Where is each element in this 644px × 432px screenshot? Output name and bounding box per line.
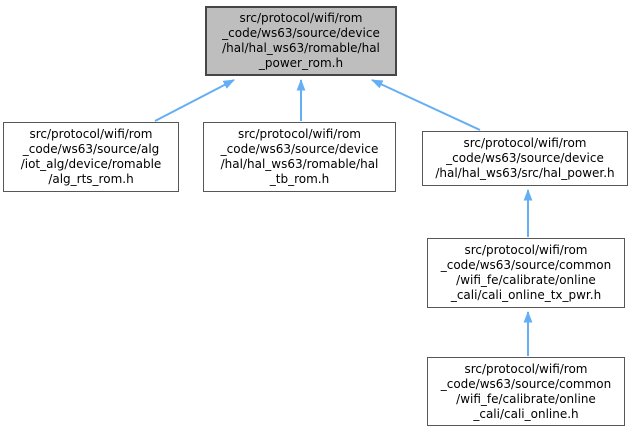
node-label-line: _code/ws63/source/common — [440, 258, 612, 272]
node-label-line: src/protocol/wifi/rom — [29, 127, 153, 141]
node-label-line: _cali/cali_online.h — [473, 406, 579, 421]
edge-alg-rts-rom-to-hal-power-rom — [154, 79, 235, 122]
node-label-line: src/protocol/wifi/rom — [237, 127, 361, 141]
node-hal-power[interactable]: src/protocol/wifi/rom _code/ws63/source/… — [422, 131, 628, 186]
node-label-line: src/protocol/wifi/rom — [239, 11, 363, 25]
node-label-line: _code/ws63/source/device — [220, 142, 379, 156]
node-label-line: src/protocol/wifi/rom — [464, 243, 588, 257]
node-label-line: src/protocol/wifi/rom — [464, 361, 588, 376]
node-label-line: src/protocol/wifi/rom — [463, 136, 587, 150]
node-label-line: /hal/hal_ws63/romable/hal — [222, 41, 380, 55]
node-label-line: /hal/hal_ws63/src/hal_power.h — [435, 166, 615, 180]
node-label-line: _code/ws63/source/alg — [22, 142, 160, 156]
node-label-line: _code/ws63/source/device — [222, 26, 380, 40]
node-label-line: _code/ws63/source/device — [446, 151, 604, 165]
node-label-line: /wifi_fe/calibrate/online — [456, 273, 596, 287]
node-label-line: /wifi_fe/calibrate/online — [456, 391, 596, 406]
node-label-line: _tb_rom.h — [269, 172, 330, 186]
node-label-line: _code/ws63/source/common — [440, 376, 612, 391]
node-label-line: /hal/hal_ws63/romable/hal — [220, 157, 379, 171]
node-cali-online[interactable]: src/protocol/wifi/rom _code/ws63/source/… — [427, 357, 625, 426]
node-label-line: /iot_alg/device/romable — [20, 157, 162, 171]
node-label-line: _power_rom.h — [258, 56, 344, 70]
node-alg-rts-rom[interactable]: src/protocol/wifi/rom _code/ws63/source/… — [3, 122, 179, 192]
node-label-line: /alg_rts_rom.h — [48, 172, 134, 186]
node-hal-tb-rom[interactable]: src/protocol/wifi/rom _code/ws63/source/… — [203, 122, 396, 192]
node-label-line: _cali/cali_online_tx_pwr.h — [450, 288, 602, 302]
node-hal-power-rom: src/protocol/wifi/rom _code/ws63/source/… — [205, 6, 397, 76]
node-cali-online-tx-pwr[interactable]: src/protocol/wifi/rom _code/ws63/source/… — [427, 238, 625, 308]
